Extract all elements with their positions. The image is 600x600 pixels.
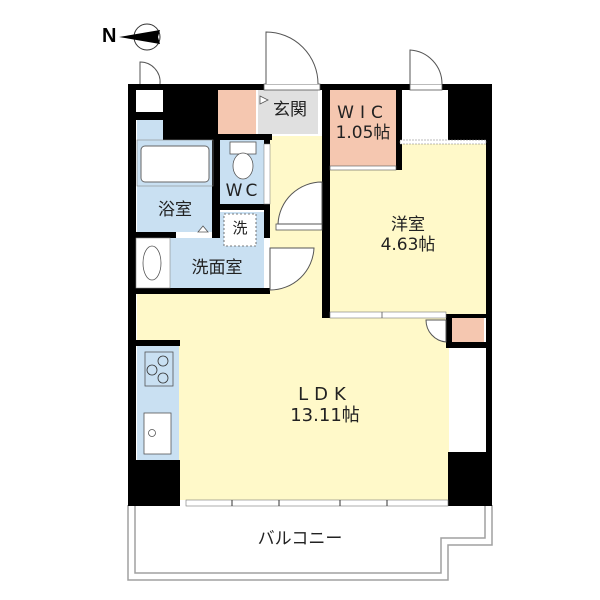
balcony-name: バルコニー bbox=[257, 529, 343, 549]
room-label-western-room: 洋室 4.63帖 bbox=[330, 215, 486, 255]
closet-area bbox=[400, 142, 486, 170]
wic-area bbox=[330, 90, 396, 170]
wall bbox=[136, 460, 180, 506]
small-storage bbox=[452, 318, 484, 342]
ldk-area bbox=[137, 290, 449, 500]
wc-name: WC bbox=[225, 181, 261, 201]
entrance-name: 玄関 bbox=[273, 100, 307, 120]
western-room-name: 洋室 bbox=[391, 215, 425, 235]
wall bbox=[128, 84, 264, 90]
ldk-size: 13.11帖 bbox=[290, 404, 360, 426]
room-label-washer: 洗 bbox=[224, 219, 256, 237]
wall bbox=[128, 340, 180, 346]
wall bbox=[318, 84, 492, 90]
bath-vent bbox=[137, 120, 163, 140]
room-label-ldk: LDK 13.11帖 bbox=[240, 384, 410, 426]
wall bbox=[264, 134, 270, 294]
wall bbox=[322, 90, 330, 318]
room-label-wic: WIC 1.05帖 bbox=[330, 103, 396, 143]
washer-name: 洗 bbox=[232, 219, 248, 237]
wall bbox=[486, 84, 492, 506]
compass: N bbox=[102, 22, 164, 52]
room-label-wc: WC bbox=[220, 181, 266, 202]
wall bbox=[128, 84, 136, 506]
wall bbox=[448, 90, 486, 142]
north-arrow-icon bbox=[119, 23, 161, 51]
wall bbox=[163, 90, 218, 140]
wall bbox=[448, 452, 492, 506]
wall bbox=[212, 134, 220, 232]
wall bbox=[212, 134, 272, 140]
washroom-name: 洗面室 bbox=[191, 258, 243, 278]
ldk-name: LDK bbox=[298, 384, 352, 405]
wic-name: WIC bbox=[337, 103, 389, 123]
wall bbox=[216, 204, 270, 210]
wall bbox=[446, 342, 492, 348]
north-label: N bbox=[102, 25, 117, 47]
bathroom-name: 浴室 bbox=[158, 200, 192, 220]
wall bbox=[136, 288, 270, 294]
wic-size: 1.05帖 bbox=[335, 122, 391, 143]
western-room-area bbox=[328, 142, 486, 314]
shoe-storage bbox=[218, 90, 256, 134]
room-label-bathroom: 浴室 bbox=[137, 200, 213, 221]
room-label-washroom: 洗面室 bbox=[170, 258, 264, 279]
room-label-entrance: 玄関 bbox=[262, 100, 318, 121]
western-room-size: 4.63帖 bbox=[380, 234, 436, 255]
room-label-balcony: バルコニー bbox=[230, 529, 370, 550]
wall bbox=[446, 318, 452, 344]
wall bbox=[136, 112, 166, 120]
entrance-area bbox=[258, 90, 318, 134]
wall bbox=[396, 90, 402, 170]
